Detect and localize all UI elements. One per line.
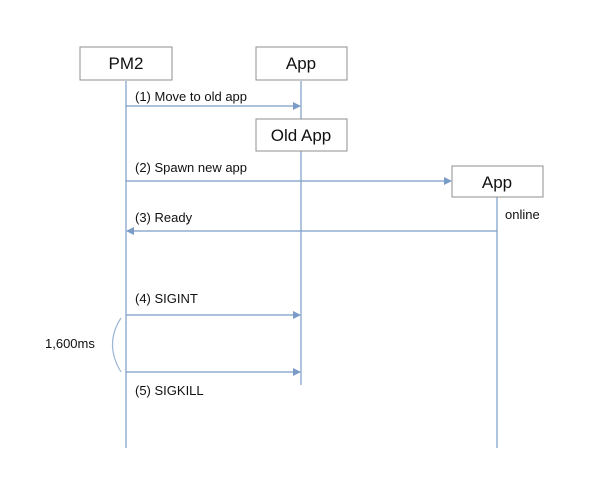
- old-app-label: Old App: [271, 126, 332, 145]
- sigint-label: (4) SIGINT: [135, 291, 198, 306]
- app-participant: App: [255, 46, 348, 81]
- duration-label: 1,600ms: [45, 336, 95, 351]
- new-app-participant: App: [451, 165, 544, 198]
- pm2-participant: PM2: [79, 46, 173, 81]
- pm2-label: PM2: [109, 54, 144, 73]
- move-to-old-app-label: (1) Move to old app: [135, 89, 247, 104]
- old-app-participant: Old App: [255, 118, 348, 152]
- online-label: online: [505, 207, 540, 222]
- sigkill-label: (5) SIGKILL: [135, 383, 204, 398]
- new-app-label: App: [482, 173, 512, 192]
- ready-label: (3) Ready: [135, 210, 193, 225]
- spawn-new-app-label: (2) Spawn new app: [135, 160, 247, 175]
- duration-brace: [111, 317, 122, 373]
- app-label: App: [286, 54, 316, 73]
